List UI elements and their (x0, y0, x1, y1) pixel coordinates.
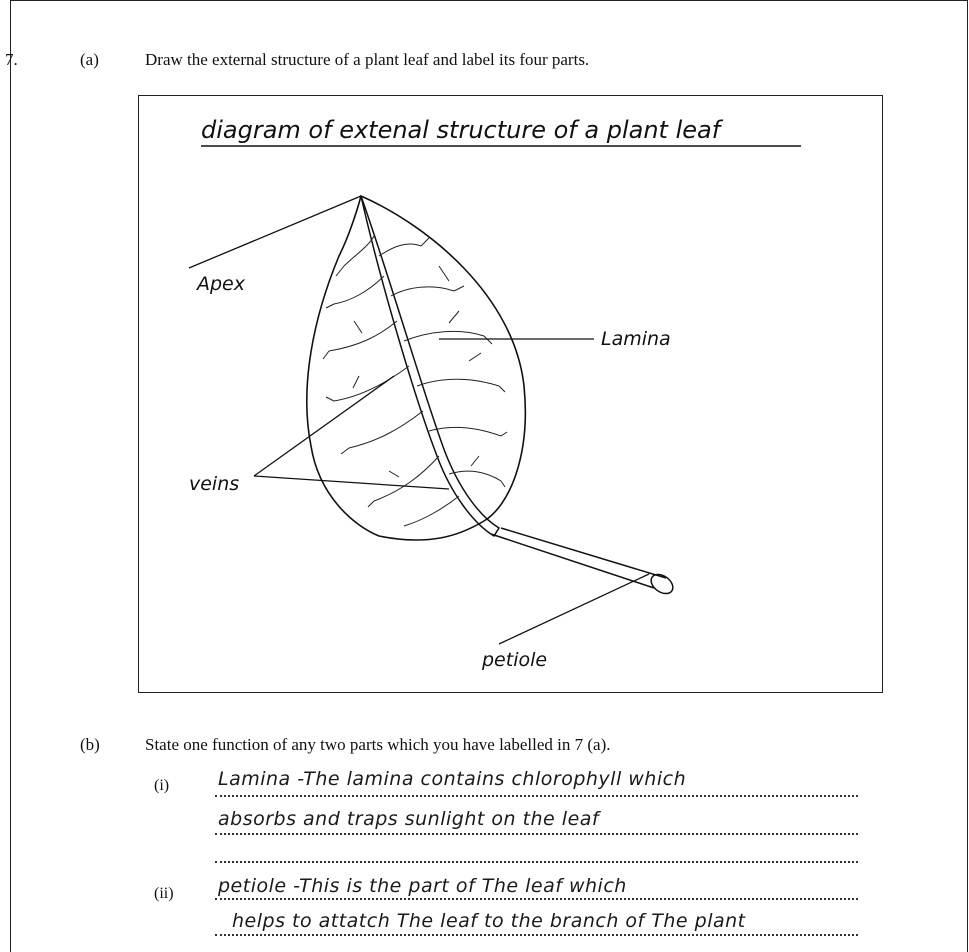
answer-i-line-1: Lamina -The lamina contains chlorophyll … (218, 768, 687, 790)
leaf-diagram: diagram of extenal structure of a plant … (188, 116, 801, 671)
answer-ii-line-2: helps to attatch The leaf to the branch … (232, 910, 746, 932)
question-number: 7. (5, 50, 18, 69)
veins-line-2 (253, 475, 450, 490)
veins-line-1 (253, 375, 395, 477)
part-b-label: (b) (80, 735, 100, 754)
label-veins: veins (189, 473, 239, 495)
label-lamina: Lamina (601, 328, 671, 350)
answer-i-dotted-line-3 (215, 861, 858, 863)
petiole-stalk-bottom (500, 527, 667, 579)
part-a-text: Draw the external structure of a plant l… (145, 50, 590, 69)
answer-ii-dotted-line-2 (215, 934, 858, 936)
label-petiole: petiole (481, 649, 547, 671)
diagram-box: diagram of extenal structure of a plant … (138, 95, 883, 693)
page-border (10, 0, 968, 952)
answer-i-dotted-line-1 (215, 795, 858, 797)
answer-ii-line-1: petiole -This is the part of The leaf wh… (218, 875, 627, 897)
label-lines (188, 195, 650, 645)
answer-i-numeral: (i) (154, 777, 170, 794)
answer-i-line-2: absorbs and traps sunlight on the leaf (218, 808, 600, 830)
label-apex: Apex (195, 273, 246, 295)
midrib (360, 195, 501, 538)
leaf-outline (306, 194, 527, 541)
petiole-end (650, 573, 674, 595)
answer-i-dotted-line-2 (215, 833, 858, 835)
answer-ii-dotted-line-1 (215, 898, 858, 900)
answer-ii-numeral: (ii) (154, 885, 174, 902)
petiole-stalk-top (490, 533, 655, 589)
veins-group (322, 235, 508, 527)
part-b-text: State one function of any two parts whic… (145, 735, 611, 754)
petiole-line (498, 573, 650, 645)
apex-line (188, 195, 362, 269)
diagram-title: diagram of extenal structure of a plant … (201, 116, 724, 144)
part-a-label: (a) (80, 50, 99, 69)
